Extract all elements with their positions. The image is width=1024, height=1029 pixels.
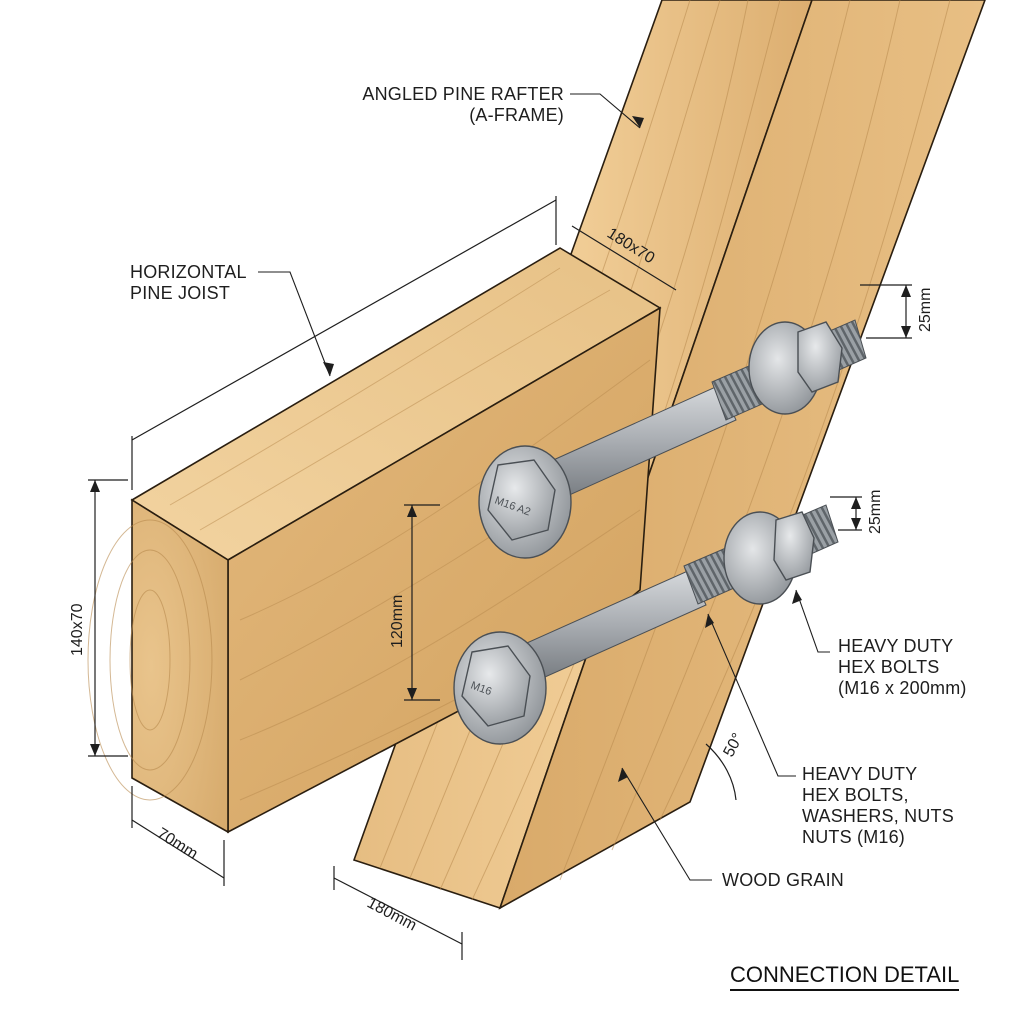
leader-lines: [258, 93, 830, 881]
upper-back-nut: [797, 321, 843, 393]
drawing-title: CONNECTION DETAIL: [730, 962, 960, 991]
label-horizontal-joist: HORIZONTAL PINE JOIST: [130, 262, 247, 303]
lower-back-nut: [773, 511, 815, 581]
dim-joist-section: 140x70: [69, 603, 86, 656]
lower-bolt: M16: [453, 504, 839, 745]
dim-angle: 50°: [721, 731, 747, 760]
upper-bolt-head: [487, 459, 556, 541]
dim-thread-upper: 25mm: [917, 288, 934, 332]
lower-bolt-head: [461, 645, 531, 727]
upper-bolt: M16 A2: [478, 319, 867, 559]
dimension-lines: [88, 196, 912, 960]
label-bolts-washers-nuts: HEAVY DUTY HEX BOLTS, WASHERS, NUTS NUTS…: [802, 764, 954, 847]
label-hex-bolts: HEAVY DUTY HEX BOLTS (M16 x 200mm): [838, 636, 967, 698]
label-wood-grain: WOOD GRAIN: [722, 870, 844, 890]
joist-end-face: [131, 498, 229, 834]
dim-joist-width: 70mm: [154, 825, 201, 863]
dim-thread-lower: 25mm: [867, 490, 884, 534]
arrowheads: [90, 116, 911, 782]
dim-bolt-spacing: 120mm: [389, 595, 406, 648]
end-grain-rings: [87, 519, 213, 801]
label-angled-rafter: ANGLED PINE RAFTER (A-FRAME): [362, 84, 564, 125]
